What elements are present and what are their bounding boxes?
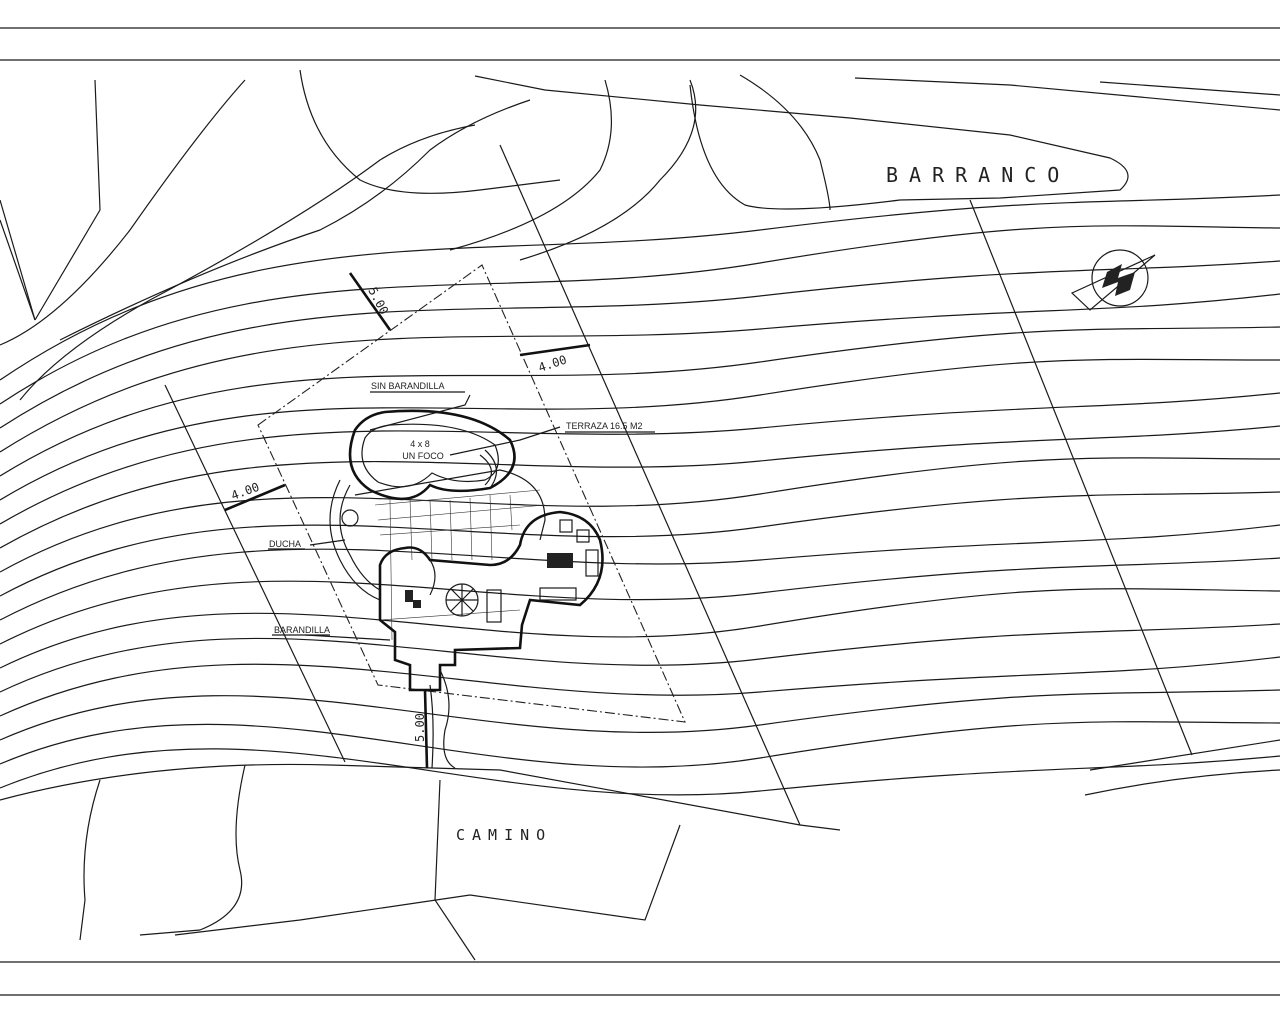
contour-line <box>0 748 1280 796</box>
contour-line <box>0 326 1280 477</box>
camino-road <box>0 739 1280 961</box>
contour-line <box>0 425 1280 549</box>
leader-lines <box>268 391 655 636</box>
contour-line <box>0 392 1280 525</box>
contour-line <box>0 491 1280 597</box>
label-pool-light: UN FOCO <box>402 451 444 461</box>
dimension-lines <box>224 272 591 769</box>
setback-label-right: 4.00 <box>537 353 569 375</box>
contour-line <box>0 457 1280 573</box>
contour-line <box>0 225 1280 405</box>
contour-line <box>0 623 1280 693</box>
lot-boundary <box>0 144 1193 826</box>
pool <box>348 409 516 501</box>
shower <box>341 509 359 527</box>
north-arrow-icon <box>1070 249 1156 311</box>
label-camino: CAMINO <box>456 826 552 844</box>
contour-line <box>0 358 1280 501</box>
label-ducha: DUCHA <box>269 539 301 549</box>
label-barranco: BARRANCO <box>886 163 1070 187</box>
label-sin-barandilla: SIN BARANDILLA <box>371 381 445 391</box>
setback-line <box>257 264 686 723</box>
contour-line <box>0 194 1280 381</box>
contour-line <box>0 293 1280 453</box>
contour-line <box>0 689 1280 741</box>
contour-line <box>0 656 1280 717</box>
label-pool-size: 4 x 8 <box>410 439 430 449</box>
contour-lines <box>0 194 1280 796</box>
contour-line <box>0 524 1280 621</box>
contour-line <box>0 588 1280 669</box>
barranco-outline <box>0 69 1280 401</box>
label-barandilla: BARANDILLA <box>274 625 330 635</box>
setback-label-bottom: 5.00 <box>413 713 427 742</box>
contour-line <box>0 557 1280 645</box>
label-terraza: TERRAZA 16.5 M2 <box>566 421 643 431</box>
sheet-frame <box>0 27 1280 996</box>
house-plan <box>304 394 604 769</box>
contour-line <box>0 721 1280 768</box>
